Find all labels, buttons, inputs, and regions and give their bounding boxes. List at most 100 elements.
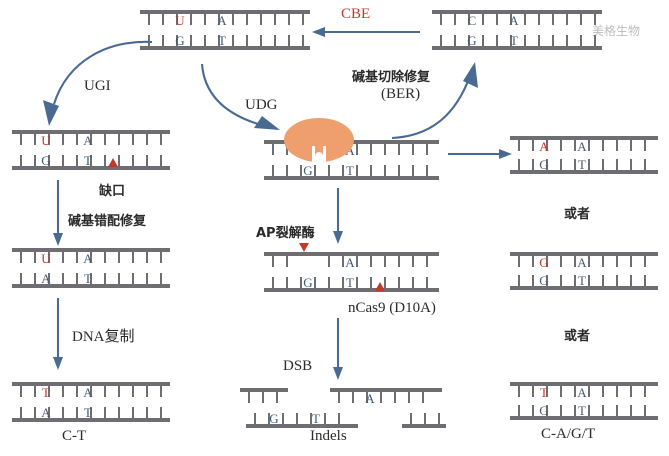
base-letter: U — [41, 251, 51, 266]
dna-backbone-top — [12, 130, 170, 134]
dna-ticks-bottom — [246, 413, 358, 424]
dna-ticks-bottom — [140, 35, 310, 46]
ugi-arrow — [43, 40, 153, 126]
dna-ticks-top — [12, 386, 170, 397]
dna-backbone-top — [510, 136, 658, 140]
dna-backbone-top — [510, 382, 658, 386]
dna-ticks-top — [432, 14, 602, 25]
outcome-cagt-label: C-A/G/T — [541, 426, 596, 442]
base-letter: G — [539, 273, 549, 288]
base-letter: A — [83, 251, 93, 266]
or-label-2: 或者 — [564, 329, 591, 344]
base-letter: T — [312, 411, 320, 426]
base-letter: A — [509, 13, 519, 28]
base-letter: A — [41, 405, 51, 420]
dna-replication-arrow — [53, 298, 63, 370]
dna-backbone-top — [12, 248, 170, 252]
dsb-fragment-bottom-left: G T — [246, 410, 358, 428]
dna-backbone-top — [330, 388, 442, 392]
base-letter: A — [345, 255, 355, 270]
base-letter: A — [83, 133, 93, 148]
base-letter: G — [539, 403, 549, 418]
dna-ticks-bottom — [510, 405, 658, 416]
dna-backbone-bottom — [510, 416, 658, 420]
base-letter: G — [303, 275, 313, 290]
dna-bases: A A G T — [510, 136, 658, 174]
center-ap-lyase-nicked-duplex: A G T — [264, 252, 439, 292]
dna-backbone-top — [12, 382, 170, 386]
udg-enzyme-icon — [284, 118, 354, 165]
ber-label-en: (BER) — [381, 86, 421, 102]
base-letter: C — [467, 13, 477, 28]
dna-backbone-top — [140, 10, 310, 14]
dna-ticks-bottom — [510, 159, 658, 170]
dsb-fragment-bottom-right — [402, 410, 446, 428]
ber-arrow — [391, 62, 478, 140]
dna-ticks-bottom — [510, 275, 658, 286]
dsb-arrow — [333, 318, 343, 380]
dna-ticks-top — [330, 392, 442, 403]
base-letter: T — [578, 403, 586, 418]
base-letter: G — [269, 411, 279, 426]
or-label-1: 或者 — [564, 207, 591, 222]
top-left-uracil-duplex: U A G T — [140, 10, 310, 50]
cbe-label: CBE — [341, 6, 371, 22]
dna-bases: T A A T — [12, 382, 170, 422]
dna-backbone-bottom — [264, 176, 439, 180]
ber-label-cn: 碱基切除修复 — [352, 70, 431, 85]
ap-lyase-arrow — [333, 188, 343, 244]
cbe-arrow — [312, 27, 420, 37]
dna-ticks-bottom — [402, 413, 446, 424]
dna-ticks-top — [264, 256, 439, 267]
base-letter: T — [346, 163, 354, 178]
base-letter: T — [540, 385, 548, 400]
dna-ticks-top — [240, 392, 288, 403]
right-outcome-g-duplex: G A G T — [510, 252, 658, 290]
ncas9-nick-marker-icon — [375, 282, 385, 291]
base-letter: T — [84, 405, 92, 420]
base-letter: T — [84, 271, 92, 286]
base-letter: T — [578, 273, 586, 288]
dna-bases: U A G T — [12, 130, 170, 170]
dna-bases: G A G T — [510, 252, 658, 290]
base-letter: A — [539, 139, 549, 154]
dna-ticks-bottom — [12, 407, 170, 418]
left-mismatch-repaired-duplex: U A A T — [12, 248, 170, 288]
right-outcome-a-duplex: A A G T — [510, 136, 658, 174]
base-letter: U — [41, 133, 51, 148]
base-letter: A — [365, 391, 375, 406]
base-letter: G — [175, 33, 185, 48]
left-final-ct-duplex: T A A T — [12, 382, 170, 422]
dna-ticks-top — [510, 256, 658, 267]
dna-backbone-bottom — [402, 424, 446, 428]
dna-ticks-top — [12, 134, 170, 145]
dna-backbone-bottom — [12, 418, 170, 422]
nick-label: 缺口 — [99, 184, 126, 199]
right-outcome-t-duplex: T A G T — [510, 382, 658, 420]
watermark-text: 美格生物 — [592, 24, 641, 38]
dna-ticks-bottom — [264, 277, 439, 288]
dna-ticks-top — [510, 386, 658, 397]
left-ugi-protected-duplex: U A G T — [12, 130, 170, 170]
dsb-fragment-top-right: A — [330, 388, 442, 406]
dna-backbone-bottom — [12, 166, 170, 170]
dna-bases: U A G T — [140, 10, 310, 50]
base-letter: A — [577, 139, 587, 154]
dsb-fragment-top-left — [240, 388, 288, 406]
base-letter: U — [175, 13, 185, 28]
dna-ticks-bottom — [12, 273, 170, 284]
dna-ticks-top — [12, 252, 170, 263]
dna-backbone-bottom — [12, 284, 170, 288]
base-letter: A — [41, 271, 51, 286]
dna-replication-label: DNA复制 — [72, 329, 135, 345]
base-letter: T — [578, 157, 586, 172]
dna-bases: G T — [246, 410, 358, 428]
ncas9-label: nCas9 (D10A) — [348, 300, 436, 316]
dna-ticks-bottom — [12, 155, 170, 166]
dna-ticks-top — [140, 14, 310, 25]
dna-backbone-bottom — [140, 46, 310, 50]
dna-backbone-top — [510, 252, 658, 256]
nick-marker-icon — [108, 158, 118, 167]
outcome-ct-label: C-T — [62, 428, 87, 444]
